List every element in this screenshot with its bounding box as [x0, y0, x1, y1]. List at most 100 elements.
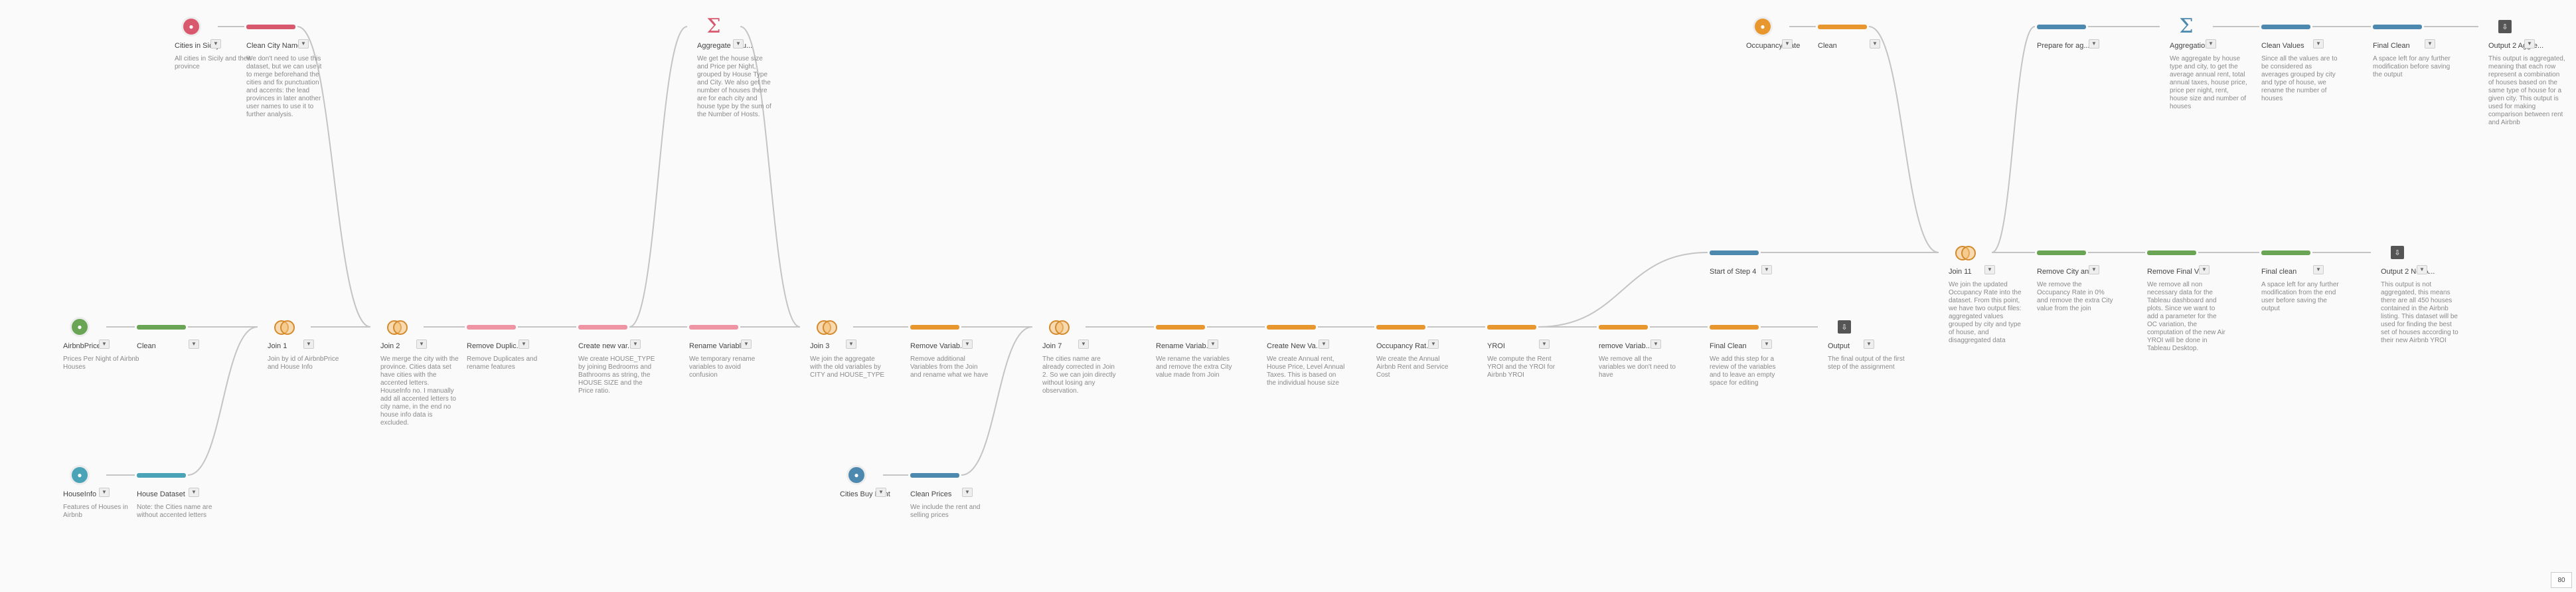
node-menu-button[interactable]: ▼ — [2206, 39, 2216, 49]
flow-connector — [1991, 26, 2036, 253]
node-menu-button[interactable]: ▼ — [2089, 265, 2099, 274]
flow-node-description: We create Annual rent, House Price, Leve… — [1267, 355, 1345, 387]
node-menu-button[interactable]: ▼ — [1761, 340, 1772, 349]
input-step-icon: ● — [1753, 17, 1773, 37]
node-menu-button[interactable]: ▼ — [2313, 265, 2324, 274]
node-menu-button[interactable]: ▼ — [2313, 39, 2324, 49]
flow-node-description: Note: the Cities name are without accent… — [137, 504, 212, 519]
flow-connector — [297, 26, 371, 328]
flow-node-description: This output is aggregated, meaning that … — [2488, 55, 2565, 126]
node-menu-button[interactable]: ▼ — [962, 488, 973, 497]
flow-node-description: Join by id of AirbnbPrice and House Info — [268, 355, 339, 371]
flow-node-description: A space left for any further modificatio… — [2373, 55, 2451, 78]
clean-step-icon — [689, 317, 738, 337]
flow-node-label: Remove Final V... — [2147, 268, 2205, 276]
flow-node-label: Create new var... — [578, 342, 634, 350]
node-menu-button[interactable]: ▼ — [1208, 340, 1218, 349]
node-menu-button[interactable]: ▼ — [2425, 39, 2435, 49]
node-menu-button[interactable]: ▼ — [189, 488, 199, 497]
flow-node-description: This output is not aggregated, this mean… — [2381, 281, 2458, 344]
node-menu-button[interactable]: ▼ — [1870, 39, 1880, 49]
node-menu-button[interactable]: ▼ — [2089, 39, 2099, 49]
flow-node-description: We join the updated Occupancy Rate into … — [1949, 281, 2022, 344]
clean-step-icon — [467, 317, 516, 337]
join-step-icon — [1955, 243, 1976, 262]
clean-step-icon — [2261, 17, 2310, 37]
node-menu-button[interactable]: ▼ — [1984, 265, 1995, 274]
flow-node-description: All cities in Sicily and their province — [175, 55, 252, 70]
flow-node-label: Final Clean — [2373, 42, 2410, 50]
clean-step-icon — [2261, 243, 2310, 262]
output-step-icon: ⇩ — [2387, 243, 2407, 262]
clean-step-icon — [2037, 243, 2086, 262]
node-menu-button[interactable]: ▼ — [99, 340, 110, 349]
clean-step-icon — [1267, 317, 1316, 337]
node-menu-button[interactable]: ▼ — [1078, 340, 1089, 349]
flow-node-label: HouseInfo — [63, 490, 97, 498]
flow-node-label: Remove City an... — [2037, 268, 2095, 276]
clean-step-icon — [2373, 17, 2422, 37]
node-menu-button[interactable]: ▼ — [298, 39, 309, 49]
join-step-icon — [817, 317, 837, 337]
node-menu-button[interactable]: ▼ — [876, 488, 886, 497]
node-menu-button[interactable]: ▼ — [1539, 340, 1550, 349]
node-menu-button[interactable]: ▼ — [962, 340, 973, 349]
node-menu-button[interactable]: ▼ — [519, 340, 529, 349]
flow-node-label: House Dataset — [137, 490, 185, 498]
join-step-icon — [1049, 317, 1070, 337]
node-menu-button[interactable]: ▼ — [99, 488, 110, 497]
node-menu-button[interactable]: ▼ — [2417, 265, 2427, 274]
zoom-control[interactable]: 80 — [2551, 572, 2572, 588]
node-menu-button[interactable]: ▼ — [1650, 340, 1661, 349]
clean-step-icon — [1156, 317, 1205, 337]
node-menu-button[interactable]: ▼ — [1864, 340, 1874, 349]
flow-node-description: We merge the city with the province. Cit… — [380, 355, 459, 427]
node-menu-button[interactable]: ▼ — [210, 39, 221, 49]
flow-node-description: We add this step for a review of the var… — [1710, 355, 1776, 387]
node-menu-button[interactable]: ▼ — [1782, 39, 1793, 49]
node-menu-button[interactable]: ▼ — [2199, 265, 2210, 274]
node-menu-button[interactable]: ▼ — [741, 340, 752, 349]
flow-node-description: We include the rent and selling prices — [910, 504, 981, 519]
node-menu-button[interactable]: ▼ — [733, 39, 744, 49]
node-menu-button[interactable]: ▼ — [846, 340, 856, 349]
flow-node-description: We get the house size and Price per Nigh… — [697, 55, 771, 118]
flow-node-label: Join 1 — [268, 342, 287, 350]
flow-node-label: Start of Step 4 — [1710, 268, 1757, 276]
node-menu-button[interactable]: ▼ — [1761, 265, 1772, 274]
aggregate-step-icon: Σ — [2179, 15, 2194, 38]
clean-step-icon — [910, 465, 959, 485]
flow-node-label: Prepare for ag... — [2037, 42, 2090, 50]
flow-node-description: We remove the Occupancy Rate in 0% and r… — [2037, 281, 2113, 312]
node-menu-button[interactable]: ▼ — [2524, 39, 2535, 49]
flow-node-description: We rename the variables and remove the e… — [1156, 355, 1232, 379]
flow-node-description: We temporary rename variables to avoid c… — [689, 355, 756, 379]
node-menu-button[interactable]: ▼ — [416, 340, 427, 349]
flow-node-description: Prices Per Night of Airbnb Houses — [63, 355, 139, 371]
flow-node-label: remove Variab... — [1599, 342, 1652, 350]
node-menu-button[interactable]: ▼ — [1319, 340, 1329, 349]
clean-step-icon — [1376, 317, 1425, 337]
flow-node-description: We aggregate by house type and city, to … — [2170, 55, 2247, 110]
node-menu-button[interactable]: ▼ — [303, 340, 314, 349]
flow-node-label: Clean — [1818, 42, 1837, 50]
node-menu-button[interactable]: ▼ — [1428, 340, 1439, 349]
node-menu-button[interactable]: ▼ — [630, 340, 641, 349]
node-menu-button[interactable]: ▼ — [189, 340, 199, 349]
input-step-icon: ● — [70, 465, 90, 485]
clean-step-icon — [1487, 317, 1536, 337]
flow-node-description: The final output of the first step of th… — [1828, 355, 1905, 371]
clean-step-icon — [137, 317, 186, 337]
flow-node-label: Join 2 — [380, 342, 400, 350]
flow-connector — [1868, 26, 1939, 253]
flow-node-description: We remove all non necessary data for the… — [2147, 281, 2225, 352]
clean-step-icon — [910, 317, 959, 337]
input-step-icon: ● — [846, 465, 866, 485]
flow-node-description: Remove Duplicates and rename features — [467, 355, 538, 371]
flow-node-label: Rename Variable — [689, 342, 746, 350]
flow-node-label: Join 7 — [1042, 342, 1062, 350]
flow-node-label: Clean Values — [2261, 42, 2304, 50]
clean-step-icon — [137, 465, 186, 485]
flow-connector — [629, 26, 688, 328]
